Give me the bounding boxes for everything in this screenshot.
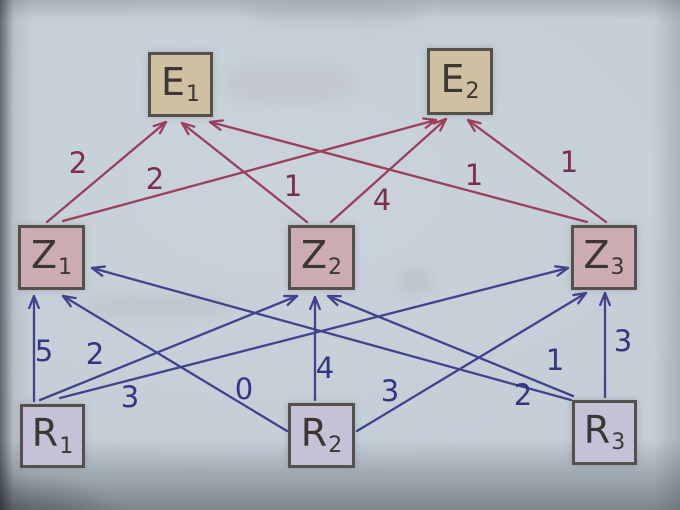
node-R1: R1 — [20, 404, 85, 468]
edge-weight-R2-Z2: 4 — [316, 351, 334, 385]
node-label: R3 — [583, 407, 626, 456]
edge-Z3-E1 — [210, 122, 589, 224]
node-label: E1 — [160, 59, 201, 108]
node-label: R1 — [31, 411, 74, 459]
node-label: Z1 — [30, 232, 73, 281]
edge-weight-R3-Z2: 1 — [546, 343, 564, 377]
edge-weight-R1-Z3: 3 — [121, 380, 139, 414]
node-E2: E2 — [427, 48, 493, 115]
node-label: R2 — [300, 410, 343, 459]
edge-weight-R2-Z3: 3 — [381, 374, 399, 408]
edge-weight-Z3-E2: 1 — [560, 145, 578, 179]
edge-Z2-E1 — [182, 123, 309, 224]
edge-weight-R1-Z2: 2 — [86, 337, 104, 371]
edge-weight-R3-Z1: 2 — [514, 378, 532, 412]
node-R2: R2 — [288, 403, 355, 468]
edge-Z1-E2 — [61, 120, 436, 223]
edge-Z3-E2 — [468, 120, 608, 224]
edge-weight-R3-Z3: 3 — [614, 324, 632, 358]
edge-R3-Z1 — [92, 268, 573, 402]
node-Z1: Z1 — [18, 225, 85, 290]
edge-weight-Z3-E1: 1 — [465, 158, 483, 192]
node-label: Z2 — [300, 232, 343, 281]
node-label: E2 — [440, 56, 480, 105]
node-Z3: Z3 — [571, 225, 637, 290]
edge-Z1-E1 — [45, 122, 166, 224]
node-Z2: Z2 — [288, 225, 355, 290]
edge-weight-Z1-E1: 2 — [69, 146, 87, 180]
edge-R2-Z3 — [355, 293, 586, 433]
edge-weight-Z2-E2: 4 — [373, 183, 391, 217]
edge-weight-Z2-E1: 1 — [284, 169, 302, 203]
node-E1: E1 — [148, 52, 213, 117]
edge-weight-R2-Z1: 0 — [235, 372, 253, 406]
edge-R2-Z1 — [63, 296, 289, 433]
edge-R3-Z2 — [328, 296, 575, 398]
node-R3: R3 — [572, 400, 637, 465]
edge-weight-Z1-E2: 2 — [146, 162, 164, 196]
edge-weight-R1-Z1: 5 — [35, 334, 53, 368]
node-label: Z3 — [583, 232, 625, 281]
